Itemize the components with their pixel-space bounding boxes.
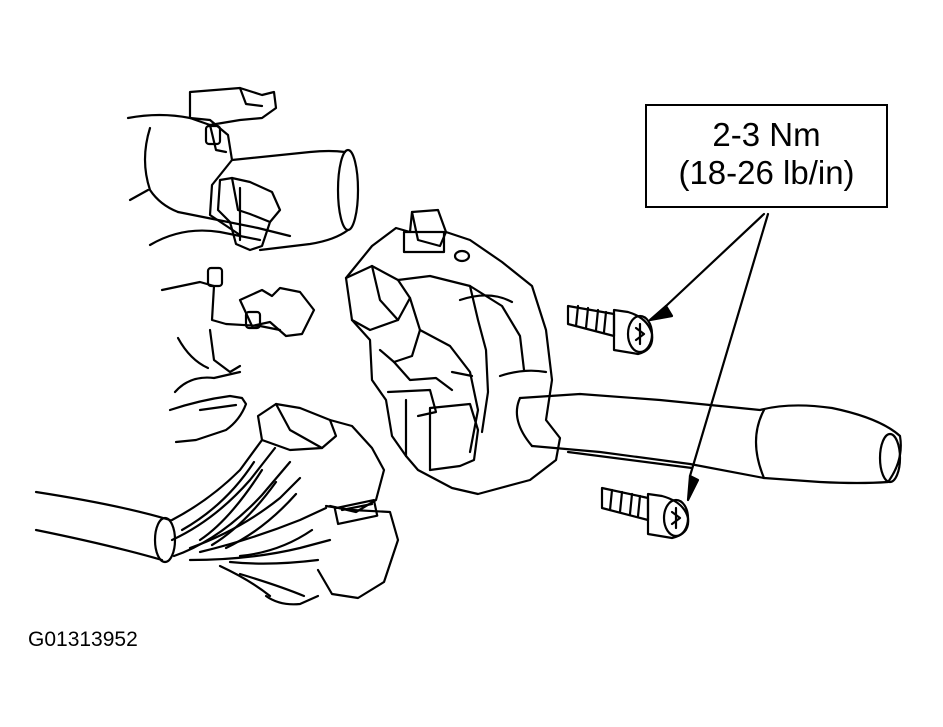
torx-screw-upper xyxy=(566,304,654,356)
torque-callout-box: 2-3 Nm (18-26 lb/in) xyxy=(645,104,888,208)
harness-connector xyxy=(256,402,400,606)
torque-imperial-label: (18-26 lb/in) xyxy=(678,154,855,191)
wiring-harness xyxy=(34,438,332,598)
torque-metric-label: 2-3 Nm xyxy=(712,116,821,153)
steering-column-housing xyxy=(126,86,316,444)
steering-shaft xyxy=(230,148,360,252)
figure-id: G01313952 xyxy=(28,628,138,651)
torx-screw-lower xyxy=(600,486,690,540)
torque-leader-lines xyxy=(566,212,770,502)
switch-stalk-lever xyxy=(515,392,902,485)
combination-switch xyxy=(344,208,562,496)
